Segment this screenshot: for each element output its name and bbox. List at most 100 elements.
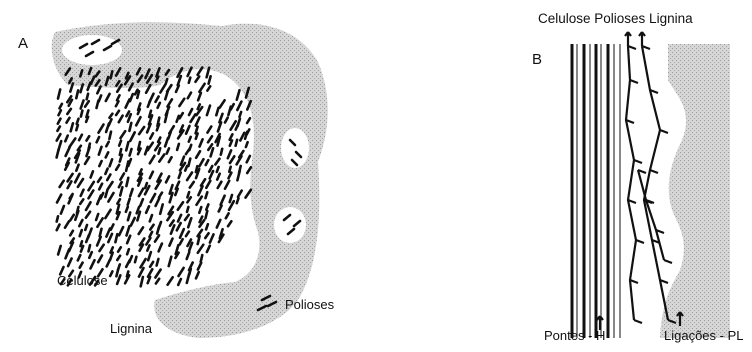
fibril	[58, 119, 61, 124]
fibril	[69, 195, 73, 203]
fibril	[116, 269, 118, 277]
fibril	[150, 172, 153, 179]
fibril	[135, 257, 136, 262]
fibril	[217, 174, 220, 180]
fibril	[237, 102, 241, 110]
panel-a-letter: A	[18, 36, 28, 51]
fibril	[185, 166, 187, 171]
fibril	[236, 125, 238, 130]
fibril	[80, 70, 82, 76]
fibril	[85, 157, 89, 164]
side-group	[634, 160, 642, 163]
fibril	[130, 149, 132, 156]
fibril	[145, 183, 147, 188]
fibril	[178, 215, 181, 222]
fibril	[106, 229, 110, 237]
fibril	[81, 241, 83, 246]
fibril	[128, 213, 130, 221]
fibril	[198, 236, 200, 244]
fibril	[151, 194, 156, 202]
fibril	[126, 178, 128, 186]
fibril	[105, 169, 107, 174]
fibril	[99, 184, 102, 190]
fibril	[145, 147, 148, 155]
fibril	[110, 159, 113, 166]
panel-a	[52, 22, 328, 338]
fibril	[180, 229, 184, 238]
fibril	[106, 124, 109, 133]
fibril	[169, 257, 172, 266]
fibril	[89, 182, 94, 190]
fibril	[196, 118, 200, 126]
fibril	[65, 136, 67, 142]
fibril	[67, 118, 70, 123]
fibril	[191, 114, 196, 122]
fibril	[178, 279, 181, 285]
panel-b	[572, 32, 730, 338]
fibril	[105, 210, 110, 218]
fibril	[89, 245, 91, 251]
fibril	[225, 118, 228, 123]
lignin-band-b	[660, 44, 730, 338]
fibril	[97, 101, 99, 108]
fibril	[201, 179, 205, 186]
fibril	[119, 227, 123, 235]
fibril	[79, 220, 82, 226]
fibril	[98, 178, 101, 182]
fibril	[220, 100, 225, 107]
fibril	[226, 213, 229, 218]
fibril	[147, 124, 151, 133]
fibril	[147, 245, 149, 250]
fibril	[229, 173, 232, 179]
fibril	[118, 247, 121, 251]
fibril	[86, 212, 90, 218]
fibril	[115, 234, 117, 242]
fibril	[57, 134, 61, 141]
side-group	[630, 80, 638, 83]
fibril	[240, 133, 244, 141]
fibril	[76, 165, 78, 171]
fibril	[141, 259, 146, 267]
fibril	[66, 249, 70, 258]
fibril	[237, 171, 239, 181]
fibril	[208, 127, 212, 133]
polyose-chain	[642, 46, 668, 320]
fibril	[96, 214, 98, 220]
fibril	[237, 198, 239, 203]
fibril	[168, 99, 172, 106]
fibril	[209, 76, 211, 83]
fibril	[81, 101, 84, 109]
fibril	[219, 114, 222, 123]
fibril	[150, 156, 155, 164]
fibril	[206, 211, 208, 218]
fibril	[218, 182, 222, 188]
fibril	[106, 142, 108, 147]
fibril	[80, 199, 83, 204]
fibril	[198, 93, 201, 100]
fibril	[121, 131, 126, 138]
fibril	[150, 262, 153, 267]
fibril	[225, 181, 229, 189]
fibril	[198, 263, 201, 270]
fibril	[59, 110, 61, 115]
fibril	[117, 199, 120, 203]
fibril	[75, 174, 79, 183]
fibril	[160, 85, 165, 93]
fibril	[76, 125, 78, 130]
fibril	[197, 197, 202, 205]
fibril	[198, 186, 202, 195]
fibril	[165, 138, 168, 146]
fibril	[199, 207, 201, 213]
panel-b-header: Celulose Polioses Lignina	[538, 12, 693, 26]
label-cellulose: Celulose	[57, 274, 108, 287]
fibril	[206, 192, 208, 198]
side-group	[650, 170, 658, 173]
fibril	[100, 245, 104, 251]
fibril	[160, 204, 163, 213]
fibril	[91, 260, 95, 268]
side-group	[634, 320, 642, 323]
fibril	[71, 123, 73, 131]
fibril	[199, 159, 203, 166]
side-group	[664, 260, 672, 263]
fibril	[150, 133, 153, 138]
